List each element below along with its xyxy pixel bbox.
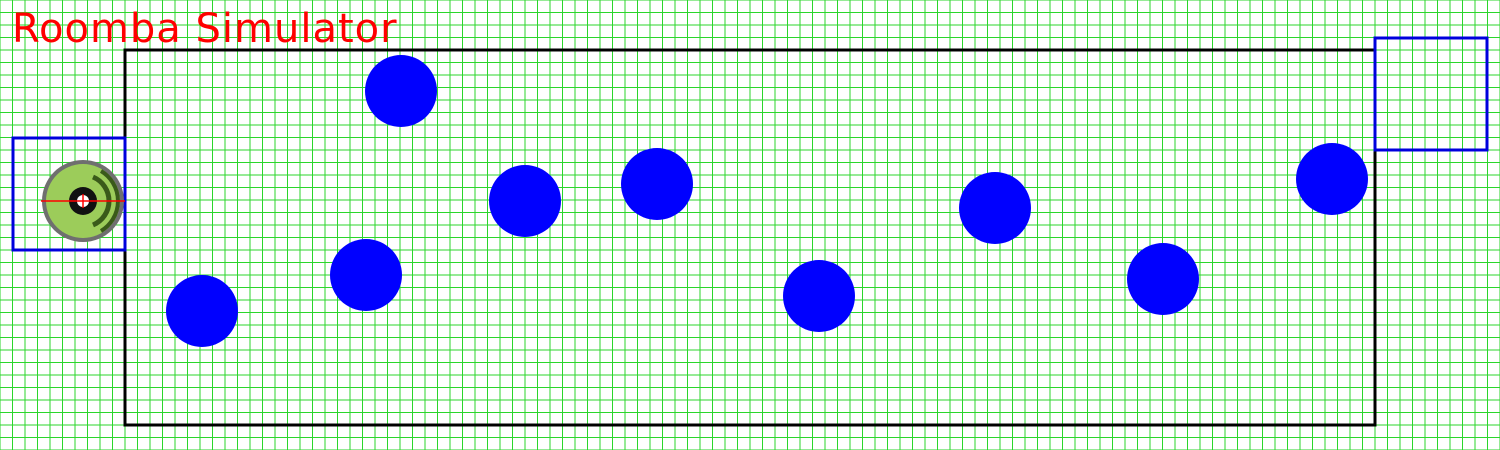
obstacle-7 — [959, 172, 1031, 244]
roomba-robot-icon[interactable] — [41, 160, 125, 242]
obstacle-1 — [365, 55, 437, 127]
obstacle-2 — [489, 165, 561, 237]
goal-zone — [1373, 36, 1489, 152]
obstacle-5 — [166, 275, 238, 347]
obstacle-4 — [330, 239, 402, 311]
start-zone — [11, 136, 127, 252]
obstacle-6 — [783, 260, 855, 332]
obstacle-8 — [1127, 243, 1199, 315]
app-title: Roomba Simulator — [12, 6, 398, 52]
obstacle-3 — [621, 148, 693, 220]
obstacles — [166, 55, 1368, 347]
obstacle-9 — [1296, 143, 1368, 215]
